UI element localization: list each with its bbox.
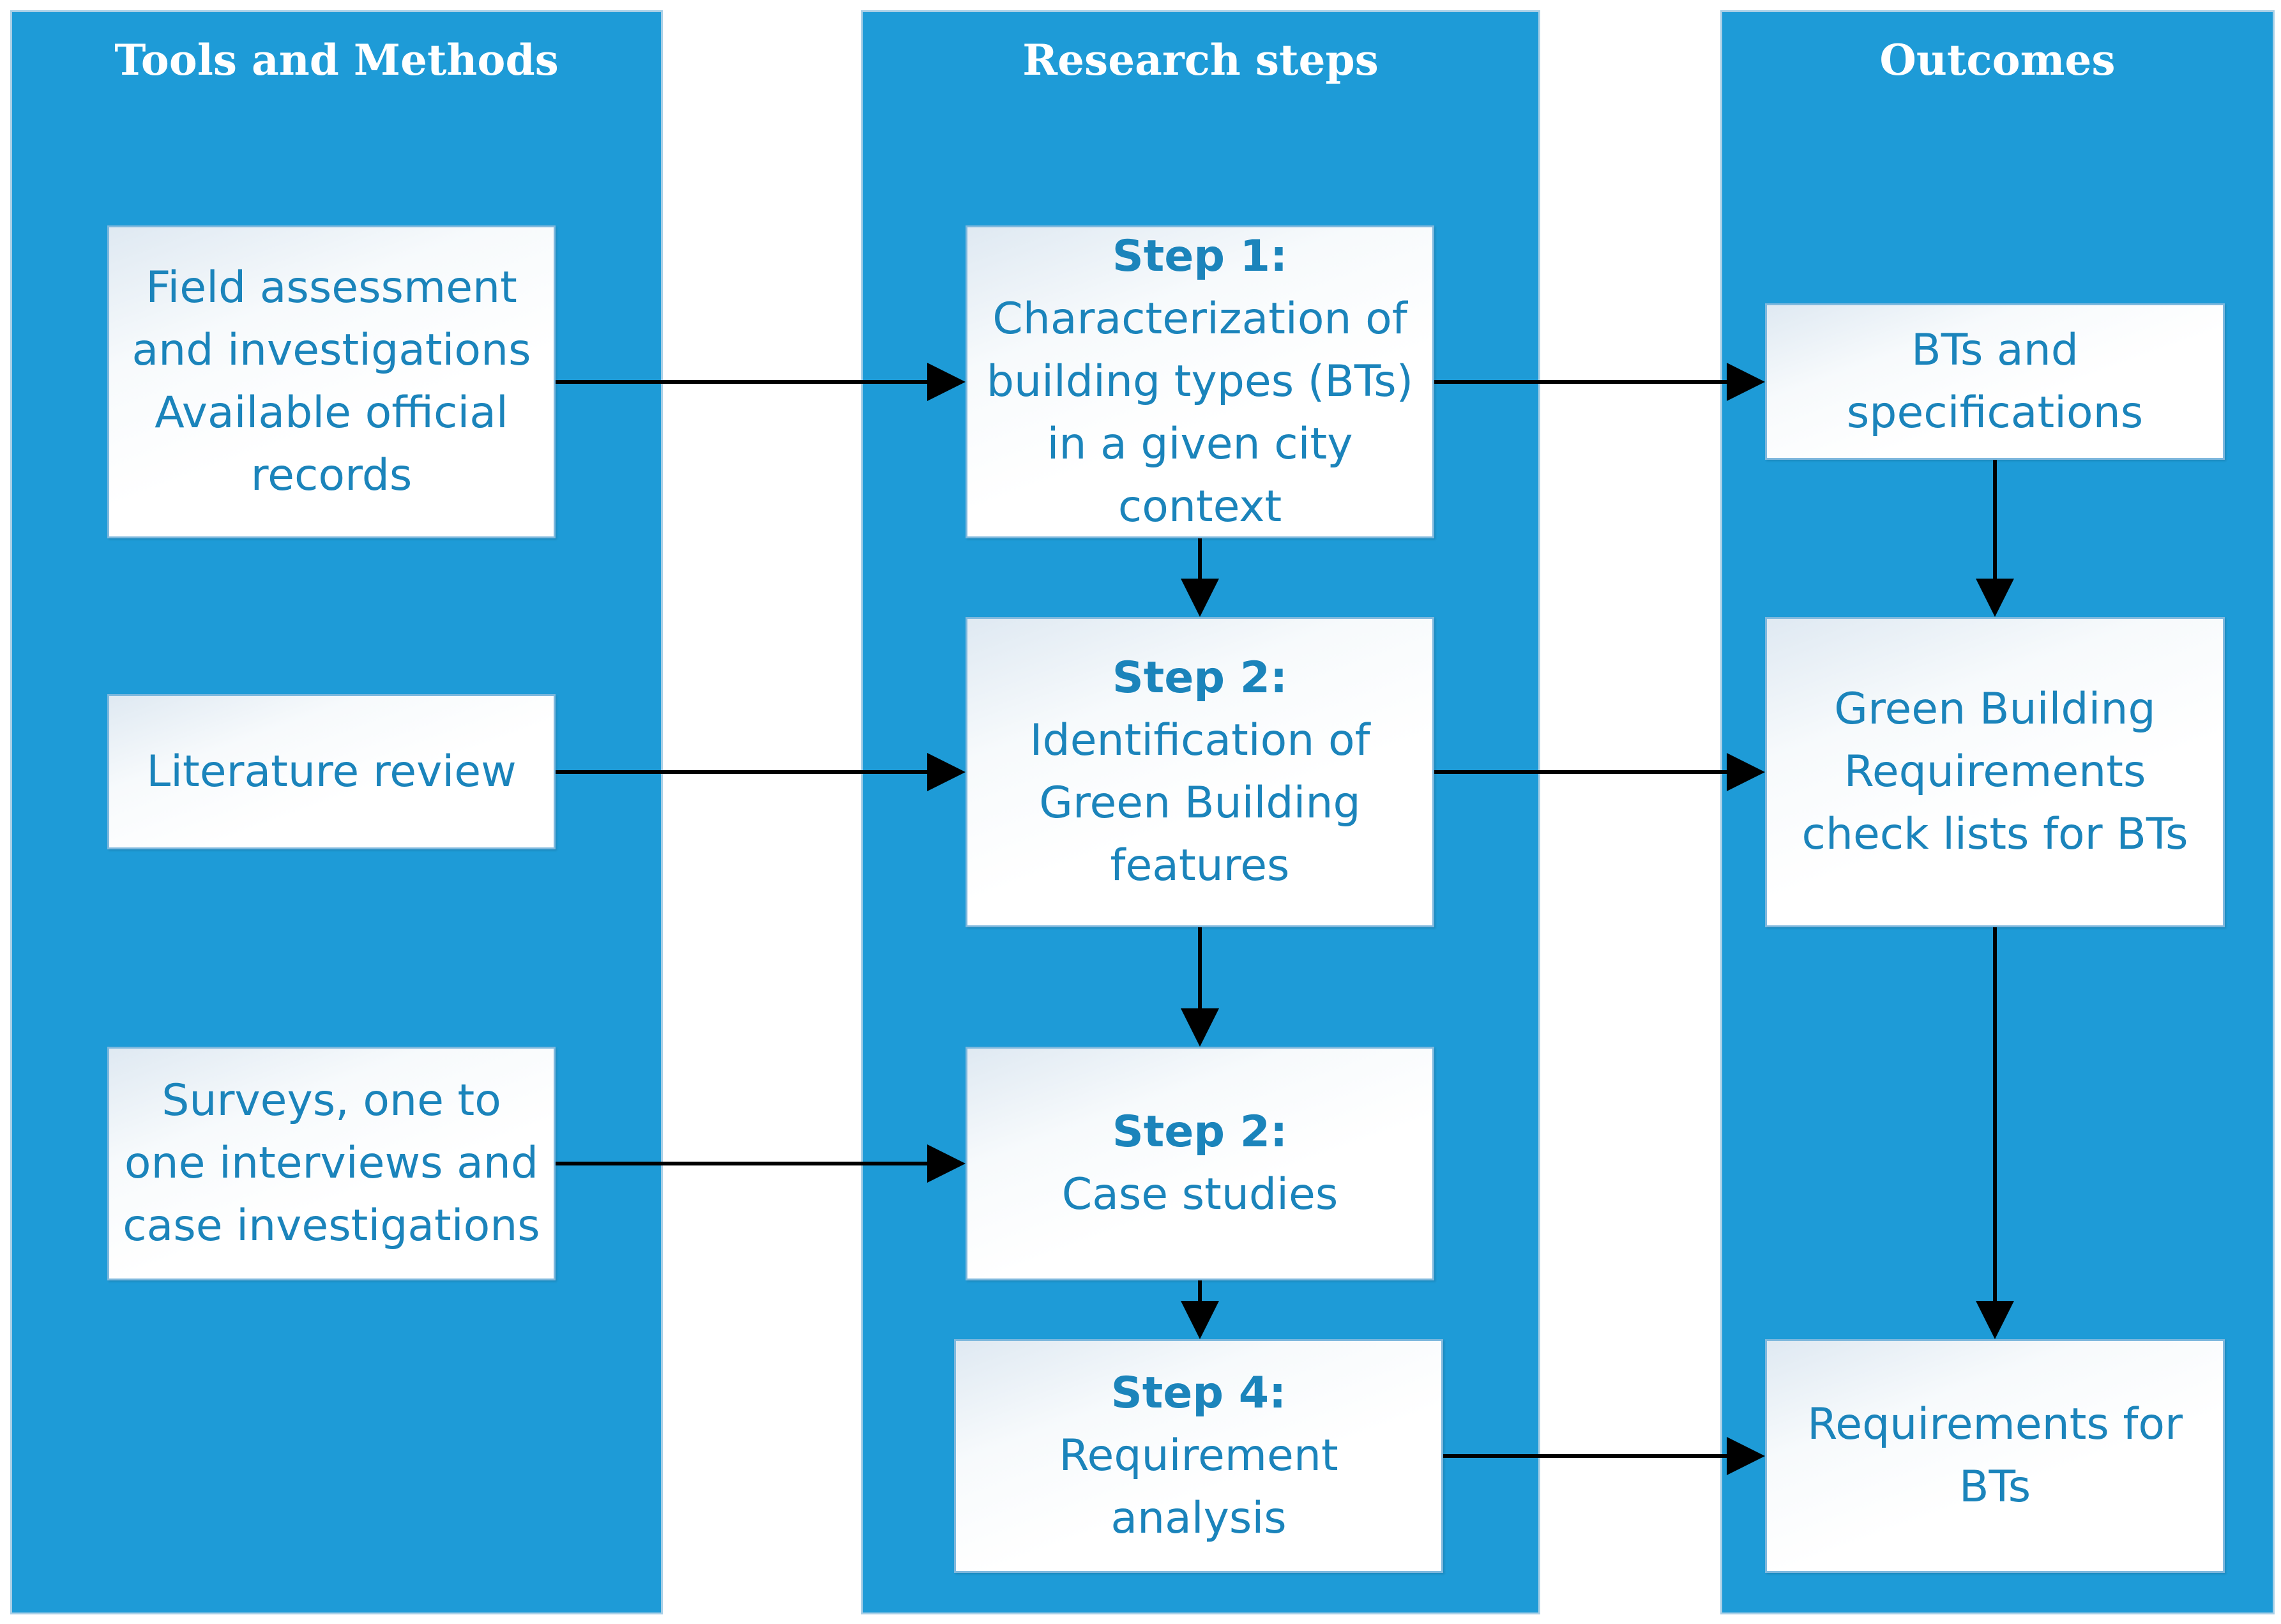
box-text-line: Case studies [1061, 1169, 1338, 1220]
surveys-box: Surveys, one to one interviews and case … [107, 1047, 556, 1280]
box-text-line: Requirements [1844, 747, 2146, 797]
step-1-label: Step 1: [1112, 231, 1288, 282]
tools-and-methods-title: Tools and Methods [114, 35, 559, 85]
box-text-line: records [250, 450, 413, 501]
step-2-case-studies-box: Step 2: Case studies [966, 1047, 1434, 1280]
box-text-line: one interviews and [124, 1138, 539, 1188]
box-text-line: Green Building [1039, 778, 1361, 828]
box-text-line: Available official [155, 388, 508, 438]
box-text-line: Surveys, one to [162, 1075, 501, 1126]
box-text-line: Green Building [1834, 684, 2156, 734]
outcomes-title: Outcomes [1879, 35, 2116, 85]
step-2-label: Step 2: [1112, 1107, 1288, 1157]
research-steps-title: Research steps [1022, 35, 1379, 85]
box-text-line: context [1118, 482, 1282, 532]
box-text-line: in a given city [1047, 419, 1353, 469]
box-text-line: Literature review [146, 746, 517, 797]
step-2-identification-box: Step 2: Identification of Green Building… [966, 617, 1434, 927]
step-4-box: Step 4: Requirement analysis [954, 1339, 1443, 1573]
step-4-label: Step 4: [1110, 1368, 1287, 1418]
step-1-box: Step 1: Characterization of building typ… [966, 225, 1434, 538]
box-text-line: Requirement [1059, 1430, 1338, 1481]
green-building-checklists-box: Green Building Requirements check lists … [1765, 617, 2225, 927]
box-text-line: Requirements for [1807, 1399, 2183, 1450]
box-text-line: BTs and [1911, 324, 2079, 376]
box-text-line: and investigations [132, 325, 531, 376]
literature-review-box: Literature review [107, 694, 556, 849]
box-text-line: Identification of [1029, 715, 1370, 766]
box-text-line: building types (BTs) [986, 356, 1414, 407]
field-assessment-box: Field assessment and investigations Avai… [107, 225, 556, 538]
box-text-line: analysis [1110, 1493, 1287, 1544]
box-text-line: features [1110, 840, 1290, 891]
box-text-line: Characterization of [992, 294, 1407, 344]
box-text-line: case investigations [123, 1201, 540, 1251]
box-text-line: check lists for BTs [1801, 809, 2188, 860]
bts-specifications-box: BTs and specifications [1765, 303, 2225, 460]
box-text-line: BTs [1959, 1462, 2031, 1512]
requirements-for-bts-box: Requirements for BTs [1765, 1339, 2225, 1573]
step-2-label: Step 2: [1112, 653, 1288, 703]
box-text-line: specifications [1846, 387, 2144, 438]
box-text-line: Field assessment [146, 262, 517, 313]
